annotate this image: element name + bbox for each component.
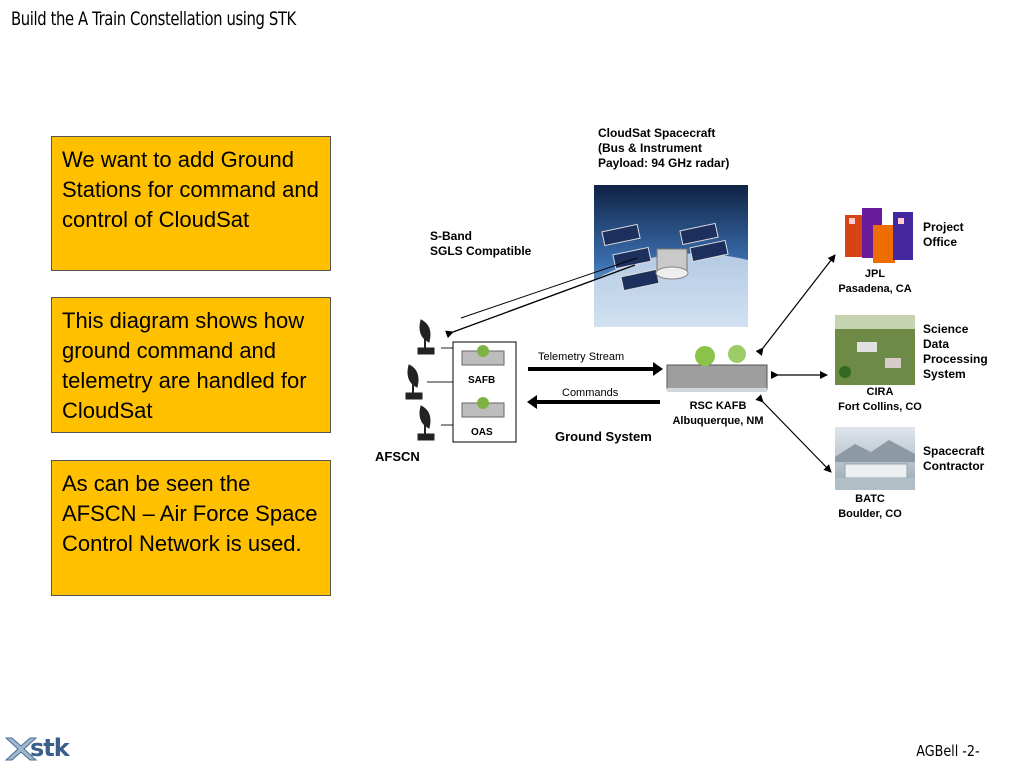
diagram-graphics: [405, 185, 915, 490]
cira-label: CIRA Fort Collins, CO: [838, 386, 922, 413]
uplink-line: [460, 257, 638, 319]
stk-logo-icon: [4, 737, 38, 761]
safb-building: [461, 345, 505, 366]
rsc-building: [666, 345, 768, 392]
ground-system-label: Ground System: [555, 429, 652, 444]
batc-label: BATC Boulder, CO: [838, 493, 902, 520]
afscn-antennas: [405, 319, 453, 441]
footer-page-label: AGBell -2-: [916, 742, 980, 760]
arrow-rsc-batc: [755, 394, 832, 473]
oas-label: OAS: [471, 427, 493, 438]
science-system-label: Science Data Processing System: [923, 322, 988, 381]
stk-logo-text: stk: [30, 734, 70, 762]
sband-label: S-Band SGLS Compatible: [430, 229, 532, 258]
cloudsat-image: [594, 185, 748, 327]
oas-building: [461, 397, 505, 418]
spacecraft-label: CloudSat Spacecraft (Bus & Instrument Pa…: [598, 126, 730, 170]
slide-title: Build the A Train Constellation using ST…: [11, 8, 296, 30]
arrow-rsc-jpl: [755, 254, 836, 356]
cira-photo: [835, 315, 915, 385]
contractor-label: Spacecraft Contractor: [923, 444, 985, 473]
commands-label: Commands: [562, 387, 619, 399]
cloudsat-ground-system-diagram: CloudSat Spacecraft (Bus & Instrument Pa…: [365, 110, 1024, 530]
jpl-label: JPL Pasadena, CA: [838, 268, 912, 295]
downlink-arrow: [445, 264, 636, 339]
afscn-label: AFSCN: [375, 449, 420, 464]
rsc-label: RSC KAFB Albuquerque, NM: [672, 400, 764, 427]
note-diagram-explanation: This diagram shows how ground command an…: [51, 297, 331, 433]
safb-label: SAFB: [468, 375, 496, 386]
telemetry-label: Telemetry Stream: [538, 351, 625, 363]
note-ground-stations: We want to add Ground Stations for comma…: [51, 136, 331, 271]
note-afscn: As can be seen the AFSCN – Air Force Spa…: [51, 460, 331, 596]
batc-photo: [835, 427, 915, 490]
project-office-label: Project Office: [923, 220, 964, 249]
jpl-building: [845, 208, 913, 263]
